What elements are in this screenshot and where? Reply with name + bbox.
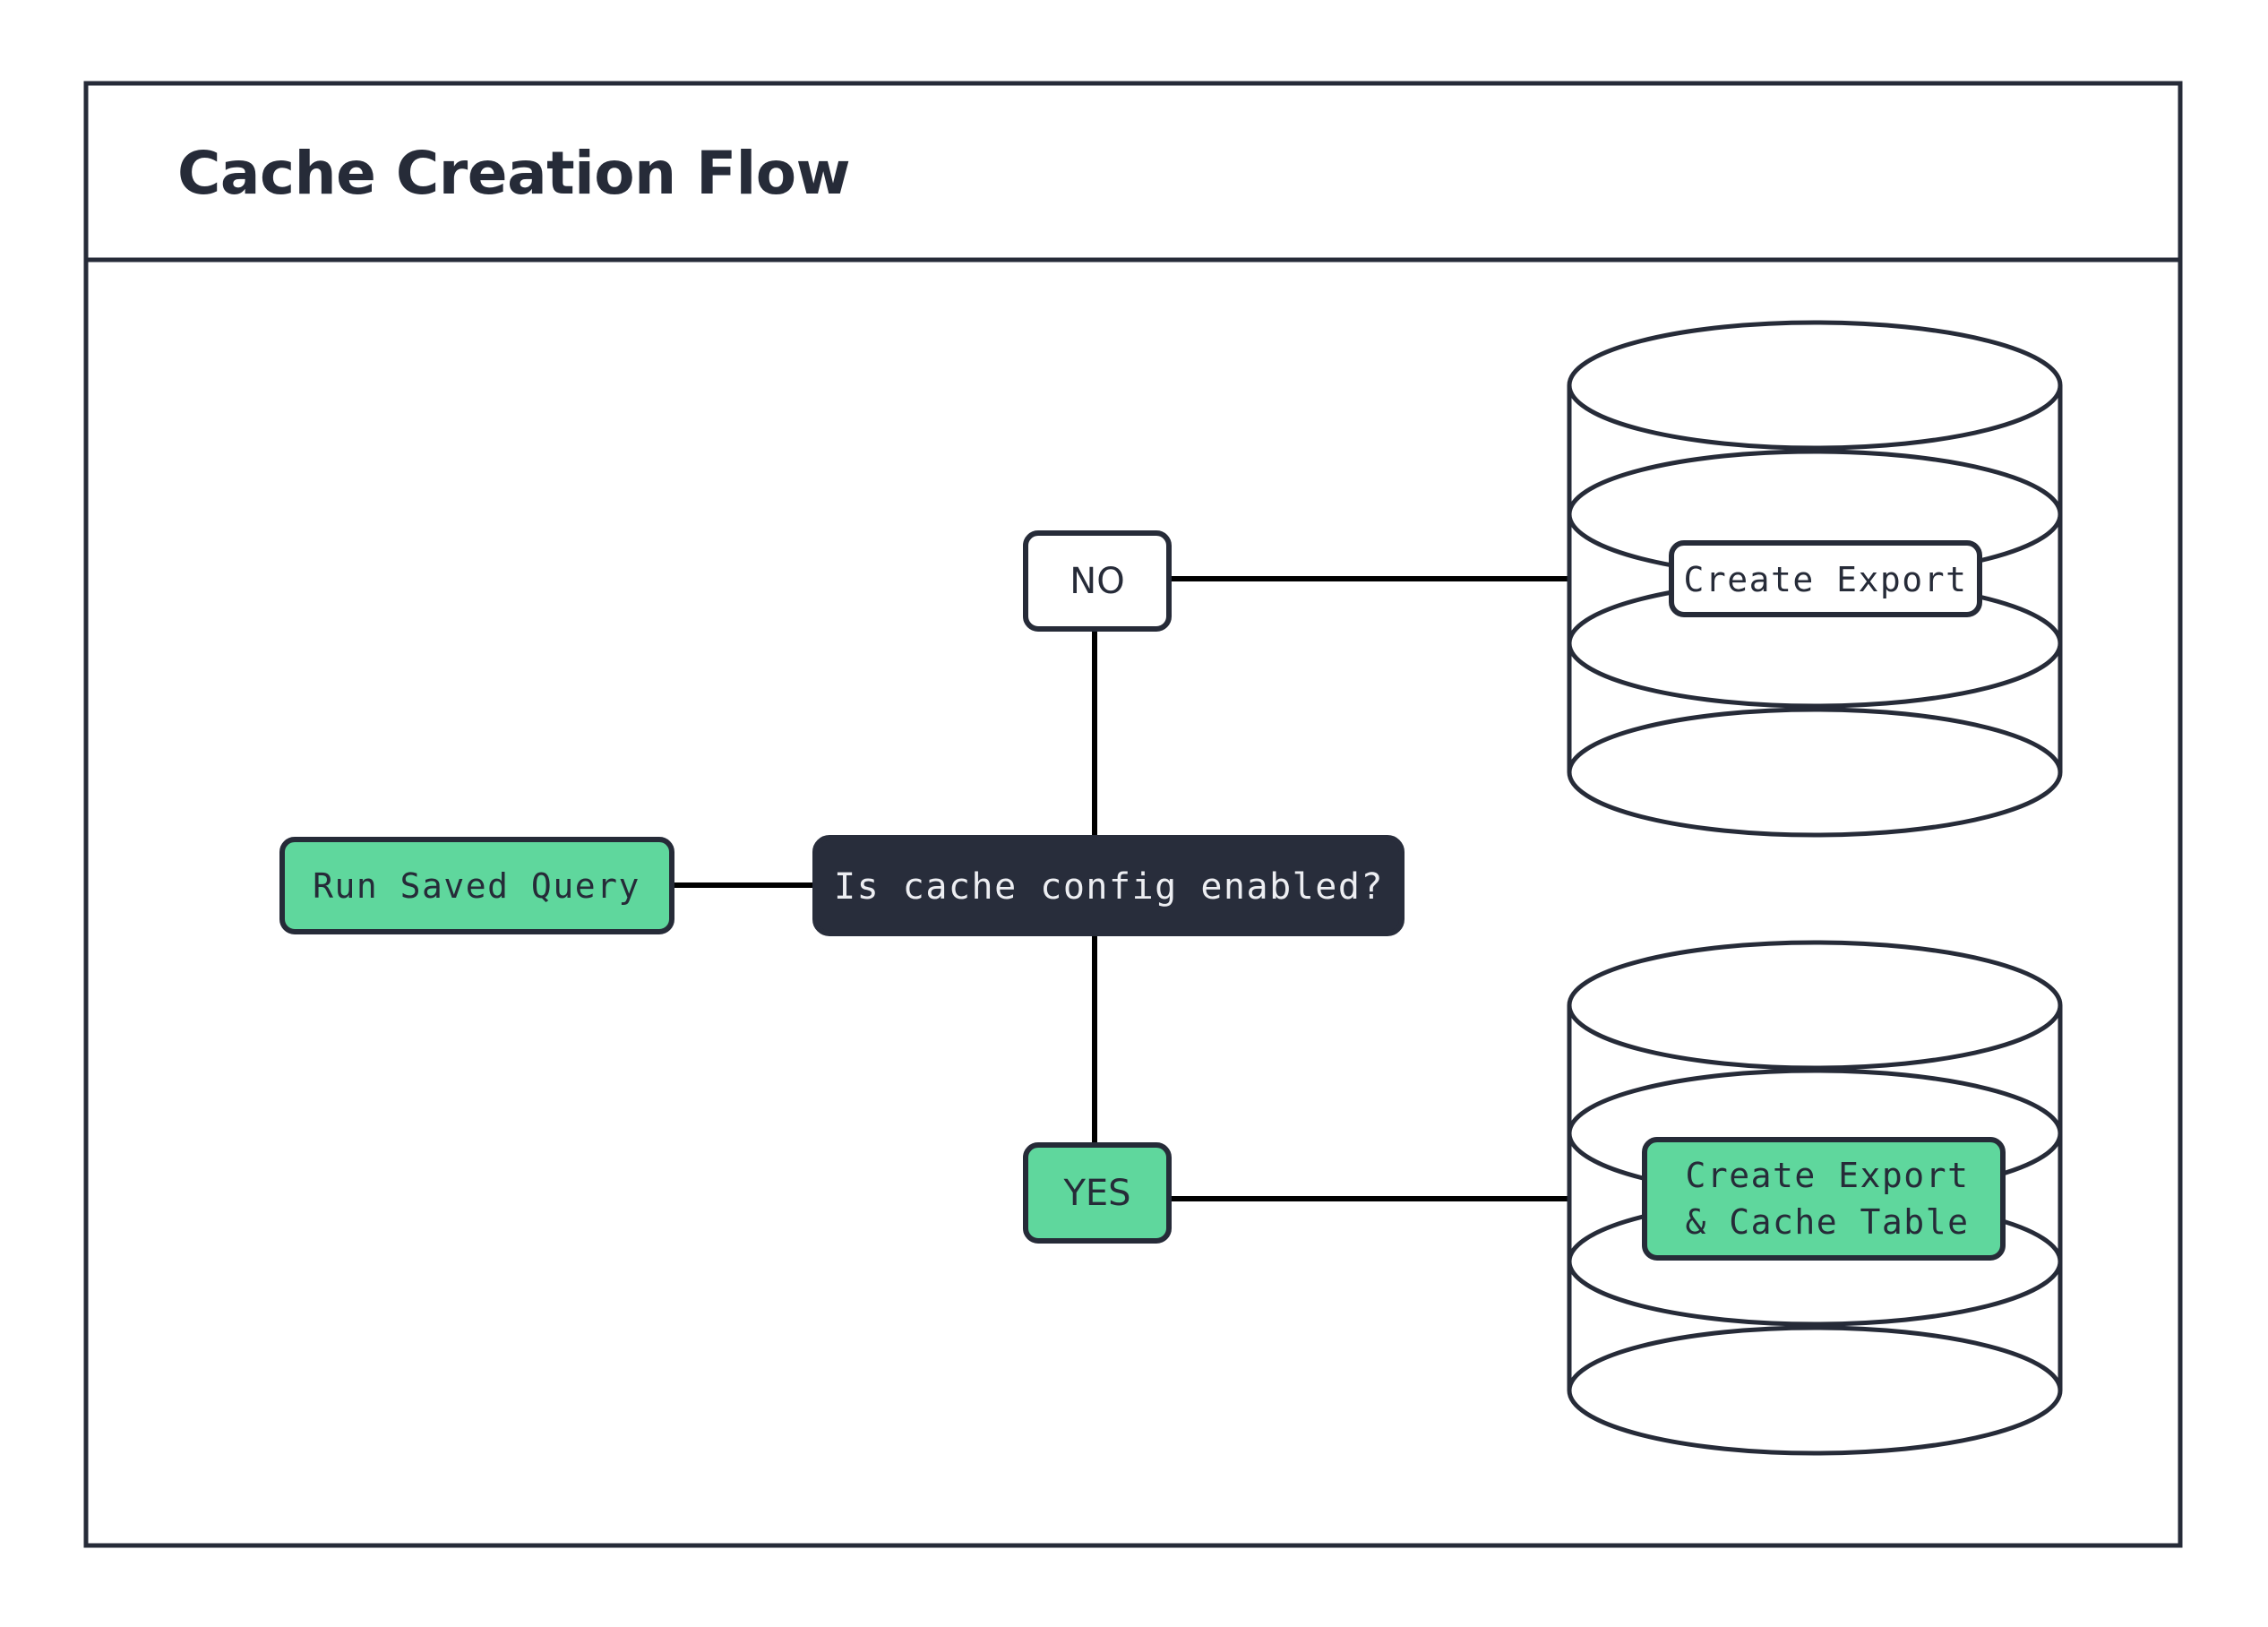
create-export-cache-table-label-line2: & Cache Table <box>1686 1202 1970 1242</box>
run-saved-query-box[interactable] <box>279 837 674 934</box>
cylinder2-disk-1 <box>1567 940 2063 1071</box>
create-export-label: Create Export <box>1684 560 1968 599</box>
cylinder-disk-1 <box>1567 320 2063 451</box>
create-export-cache-table-label-box[interactable] <box>1642 1137 2006 1261</box>
branch-yes-label: YES <box>1062 1173 1130 1214</box>
node-decision[interactable]: Is cache config enabled? <box>812 835 1405 936</box>
node-create-export-cache-table[interactable]: Create Export & Cache Table <box>1567 940 2063 1456</box>
run-saved-query-label: Run Saved Query <box>313 866 640 906</box>
cylinder2-disk-4 <box>1567 1325 2063 1456</box>
node-create-export[interactable]: Create Export <box>1567 320 2063 838</box>
branch-yes-box[interactable] <box>1023 1142 1172 1244</box>
create-export-cache-table-label-line1: Create Export <box>1686 1156 1970 1195</box>
create-export-label-box[interactable] <box>1669 540 1982 617</box>
node-branch-no[interactable]: NO <box>1023 530 1172 632</box>
decision-box[interactable] <box>812 835 1405 936</box>
page-title: Cache Creation Flow <box>177 139 850 208</box>
branch-no-label: NO <box>1070 561 1124 602</box>
decision-label: Is cache config enabled? <box>834 866 1384 908</box>
cylinder-disk-4 <box>1567 707 2063 838</box>
node-run-saved-query[interactable]: Run Saved Query <box>279 837 674 934</box>
node-branch-yes[interactable]: YES <box>1023 1142 1172 1244</box>
branch-no-box[interactable] <box>1023 530 1172 632</box>
